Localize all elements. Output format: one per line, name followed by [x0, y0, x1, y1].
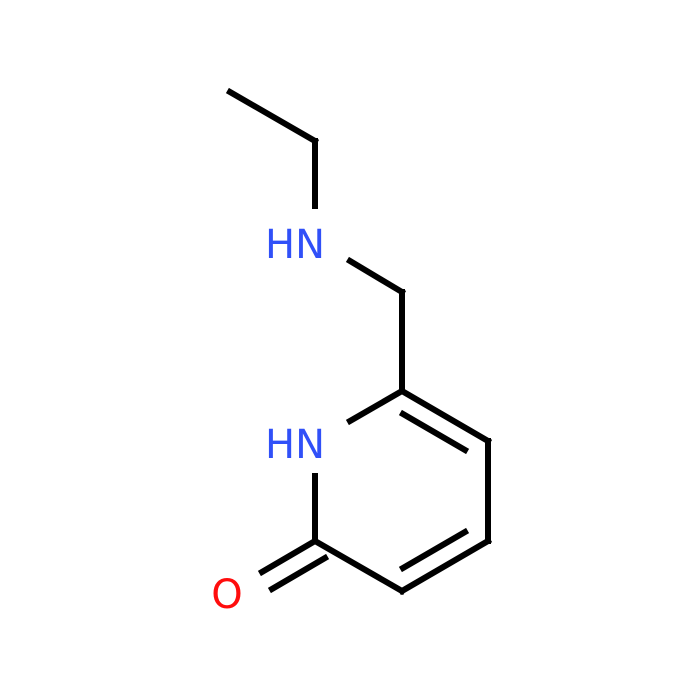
- bond-c2-o-inner: [267, 553, 330, 594]
- bond-ring-c6-n1: [345, 386, 407, 426]
- ring-nitrogen-label: HN: [265, 422, 325, 468]
- carbonyl-oxygen-label: O: [211, 572, 242, 618]
- bond-amine-n-ch2: [345, 256, 407, 297]
- bond-ring-c4-c3-inner: [398, 527, 470, 573]
- amine-nitrogen-label: HN: [265, 222, 325, 268]
- bond-ring-c6-c5: [397, 386, 493, 446]
- bond-ring-c6-c5-inner: [398, 409, 470, 455]
- bond-ring-c3-c2: [310, 536, 407, 596]
- bond-c2-o-outer: [257, 536, 320, 577]
- atom-labels: HN HN O: [211, 222, 325, 618]
- bond-ring-c4-c3: [397, 536, 493, 596]
- bonds: [225, 87, 493, 596]
- bond-ethyl-ch3-ch2: [225, 87, 320, 146]
